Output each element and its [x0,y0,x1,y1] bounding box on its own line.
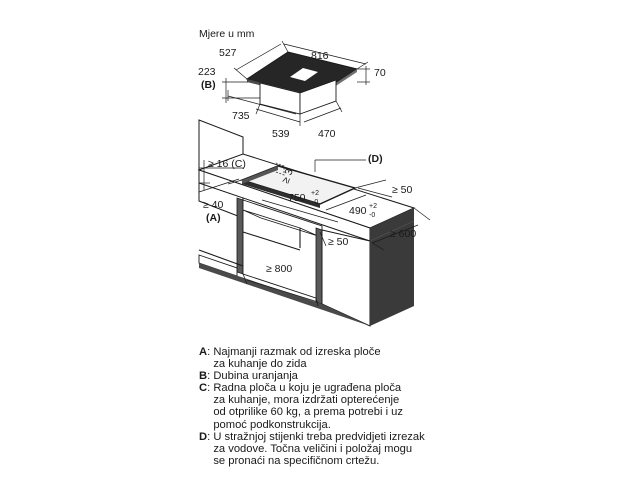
dim-750-tol-lower: -0 [312,199,318,206]
legend-item-c: C: Radna ploča u koju je ugrađena ploča … [199,382,403,431]
dim-750-tol-upper: +2 [311,190,319,197]
dim-50-back: ≥ 50 [392,184,413,196]
dim-800: ≥ 800 [266,263,292,275]
legend: A: Najmanji razmak od izreska ploče za k… [199,346,529,467]
hob-drawing: 816 527 70 223 (B) 735 539 470 [198,40,386,140]
dim-539: 539 [272,128,290,140]
cutout-inner-side [242,166,278,184]
legend-key: C [199,382,208,395]
dim-750: 750 [288,192,306,204]
legend-item-d: D: U stražnjoj stijenki treba predvidjet… [199,430,425,467]
dim-490-tol-lower: -0 [369,212,375,219]
cabinet-right-side [315,227,323,305]
label-b: (B) [201,79,216,91]
legend-key: B [199,370,208,383]
extraction-vent [290,68,318,81]
dim-490-tol-upper: +2 [369,203,377,210]
adjacent-cabinet-side [370,221,414,326]
dim-223: 223 [198,66,216,78]
dim-470: 470 [318,128,336,140]
cutout-inner-edge [242,180,320,208]
units-heading: Mjere u mm [199,28,255,40]
plinth-shadow [199,263,370,326]
legend-item-b: B: Dubina uranjanja [199,370,298,383]
dim-527: 527 [219,47,237,59]
dim-735: 735 [232,110,250,122]
legend-text: Dubina uranjanja [213,370,298,383]
legend-text: U stražnjoj stijenki treba predvidjeti i… [213,430,425,467]
dim-40: ≥ 40 [203,199,224,211]
dim-3: ≥ 3 [280,167,296,185]
dim-816: 816 [311,50,329,62]
legend-text: Radna ploča u koju je ugrađena ploča za … [213,382,403,431]
dim-600: ≥ 600 [390,228,416,240]
legend-item-a: A: Najmanji razmak od izreska ploče za k… [199,346,381,371]
dim-490: 490 [349,205,367,217]
worktop-drawing: (D) ≥ 3 ≥ 16 (C) ≥ 40 (A) 750 +2 -0 [197,119,431,327]
label-a: (A) [206,212,221,224]
legend-key: D [199,430,208,443]
worktop-side-edge [370,208,414,241]
label-d: (D) [368,153,383,165]
dim-50-side: ≥ 50 [328,236,349,248]
dim-70: 70 [374,67,386,79]
cabinet-left-side [236,197,244,275]
dim-16: ≥ 16 (C) [208,158,246,170]
installation-diagram: Mjere u mm 816 527 70 223 (B) [197,28,431,327]
legend-text: Najmanji razmak od izreska ploče za kuha… [213,346,381,371]
legend-key: A [199,346,208,358]
